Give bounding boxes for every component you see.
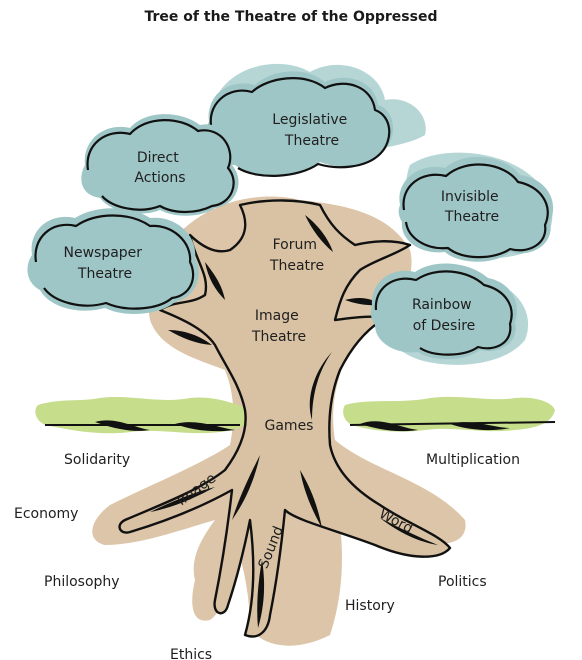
history-label: History <box>345 598 395 614</box>
legislative-theatre-label: Legislative Theatre <box>272 112 351 149</box>
direct-actions-label: Direct Actions <box>134 150 185 186</box>
games-label: Games <box>265 418 314 434</box>
economy-label: Economy <box>14 506 78 522</box>
grass-strip <box>35 396 556 434</box>
cloud-newspaper-theatre <box>27 208 199 314</box>
invisible-theatre-label: Invisible Theatre <box>441 189 503 225</box>
cloud-invisible-theatre <box>398 156 554 262</box>
ethics-label: Ethics <box>170 647 212 660</box>
philosophy-label: Philosophy <box>44 574 120 590</box>
newspaper-theatre-label: Newspaper Theatre <box>63 245 146 282</box>
politics-label: Politics <box>438 574 487 590</box>
solidarity-label: Solidarity <box>64 452 130 468</box>
forum-theatre-label: Forum Theatre <box>269 237 324 274</box>
rainbow-of-desire-label: Rainbow of Desire <box>412 297 476 334</box>
multiplication-label: Multiplication <box>426 452 520 468</box>
image-theatre-label: Image Theatre <box>251 308 306 345</box>
cloud-direct-actions <box>81 114 239 216</box>
cloud-rainbow-of-desire <box>370 263 517 360</box>
diagram-title: Tree of the Theatre of the Oppressed <box>144 9 438 25</box>
tree-trunk <box>118 199 452 638</box>
cloud-legislative-theatre <box>205 71 394 177</box>
